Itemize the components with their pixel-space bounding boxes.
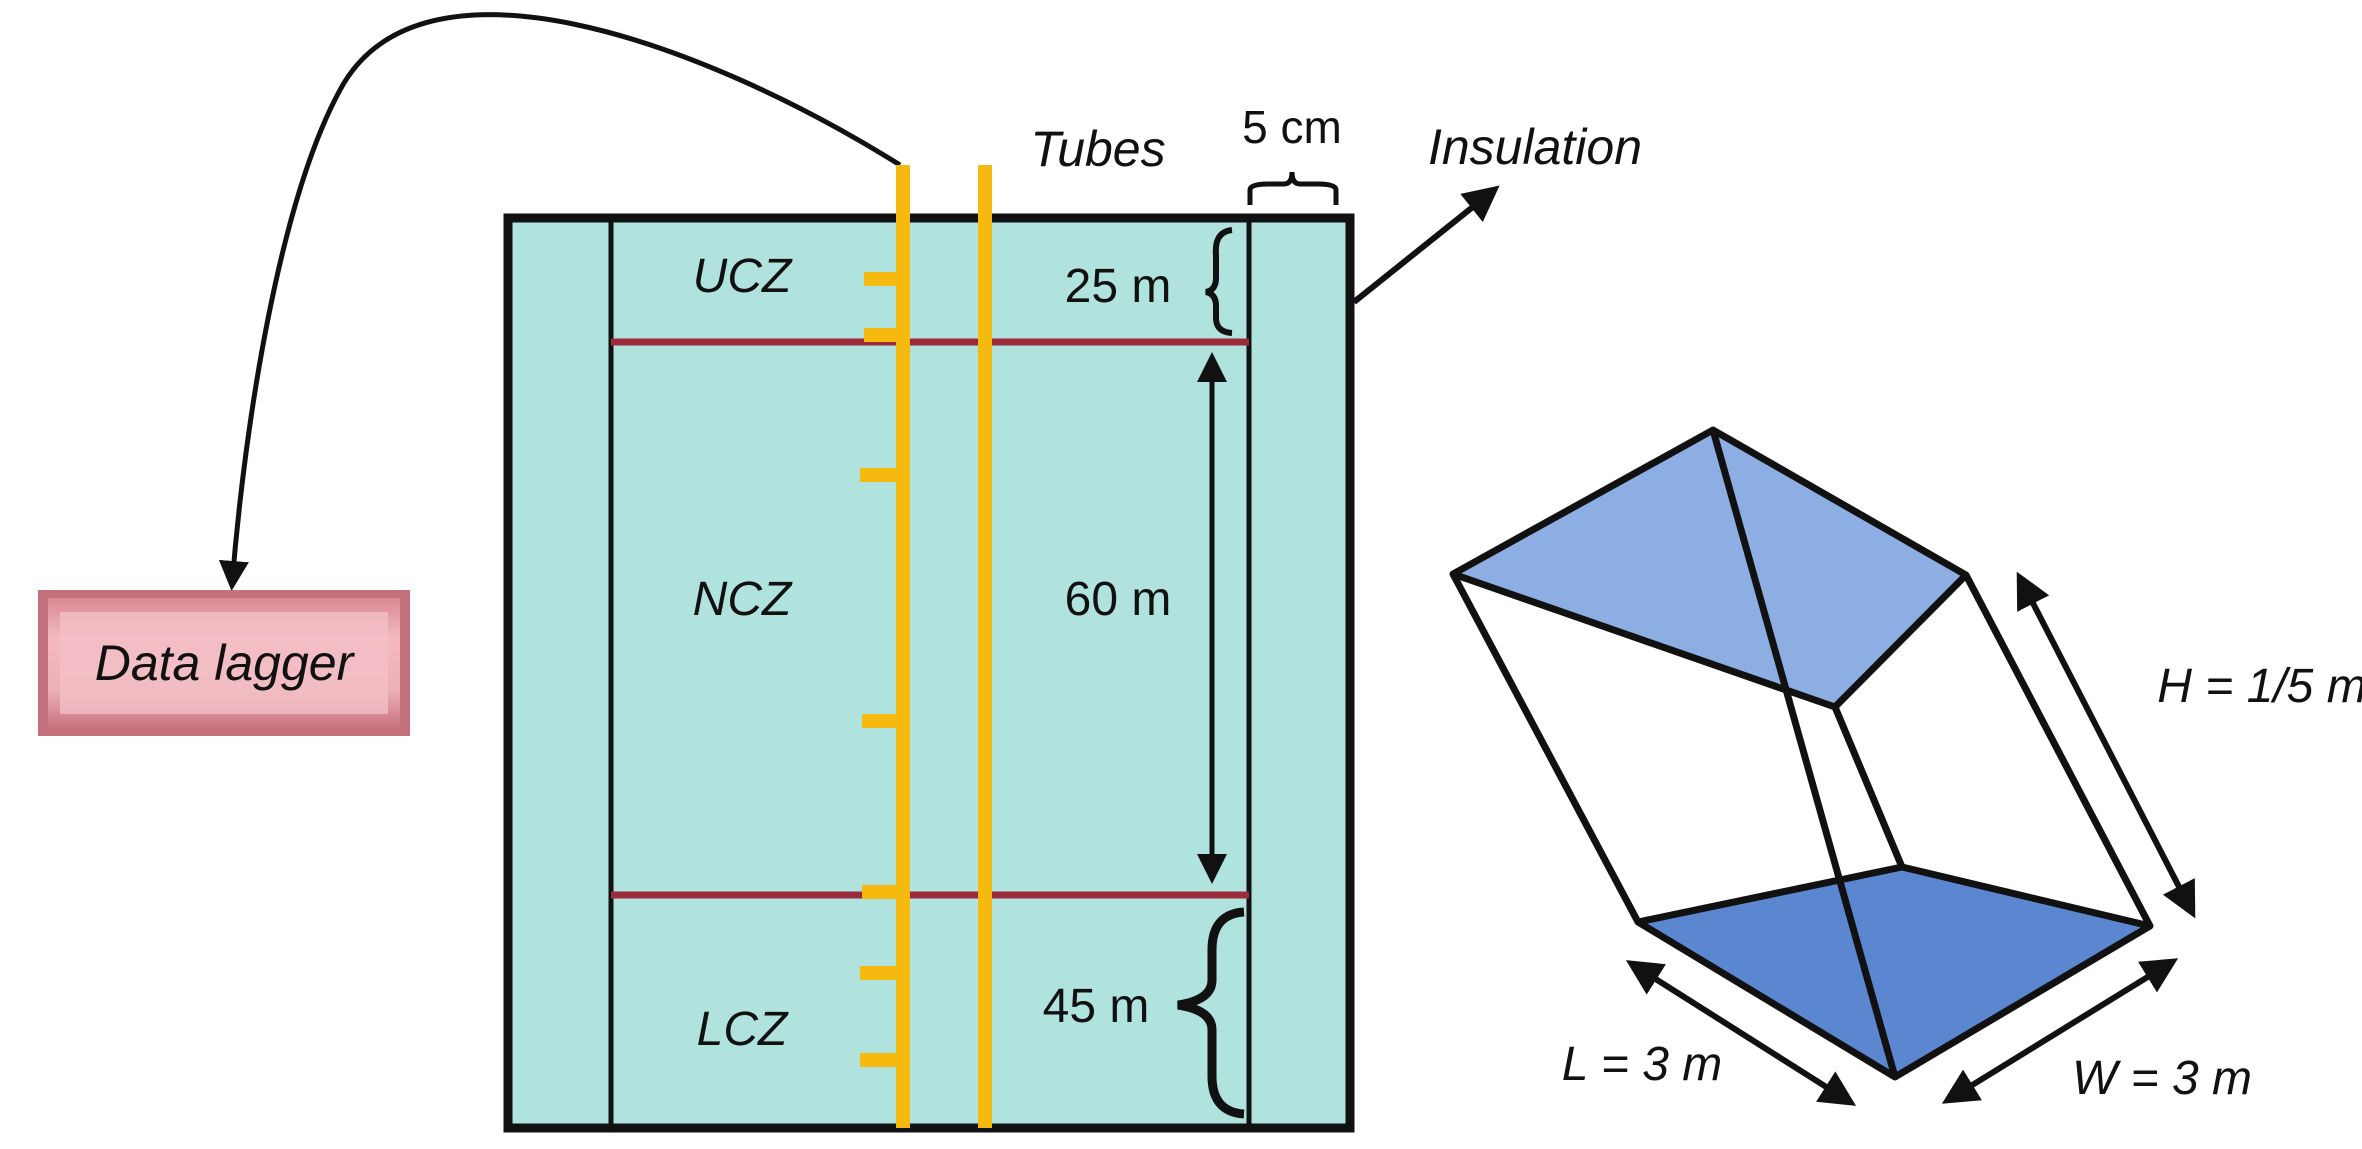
width-arrow	[1941, 958, 2179, 1104]
cell-top-face	[1449, 426, 1970, 711]
cell-height-label: H = 1/5 m	[2157, 660, 2362, 713]
zone-label-ncz: NCZ	[693, 573, 793, 626]
sensor-stubs	[860, 272, 898, 1067]
pond-outer-wall	[503, 213, 1355, 1133]
cable-line	[218, 12, 902, 591]
inclined-cell	[1449, 426, 2154, 1081]
sensor-tube	[896, 165, 910, 1128]
insulation-label: Insulation	[1428, 119, 1642, 175]
lcz-brace	[1177, 907, 1245, 1119]
insulation-width-brace	[1247, 171, 1339, 205]
ucz-thickness: 25 m	[1065, 260, 1172, 313]
ucz-brace	[1205, 227, 1233, 336]
length-arrow	[1625, 960, 1857, 1106]
zone-label-ucz: UCZ	[693, 250, 793, 303]
zone-label-lcz: LCZ	[697, 1003, 789, 1056]
tubes-label: Tubes	[1030, 121, 1165, 177]
cell-length-label: L = 3 m	[1562, 1038, 1723, 1091]
height-arrow	[2016, 571, 2196, 919]
data-logger-label: Data lagger	[95, 635, 356, 691]
lcz-thickness: 45 m	[1043, 980, 1150, 1033]
tube	[978, 165, 992, 1128]
insulation-width-label: 5 cm	[1242, 101, 1342, 153]
data-logger-box: Data lagger	[38, 590, 410, 736]
insulation-arrow	[1352, 185, 1500, 305]
cell-width-label: W = 3 m	[2072, 1052, 2252, 1105]
solar-pond: UCZ NCZ LCZ 25 m 60 m 45 m	[503, 165, 1355, 1133]
ncz-thickness: 60 m	[1065, 573, 1172, 626]
